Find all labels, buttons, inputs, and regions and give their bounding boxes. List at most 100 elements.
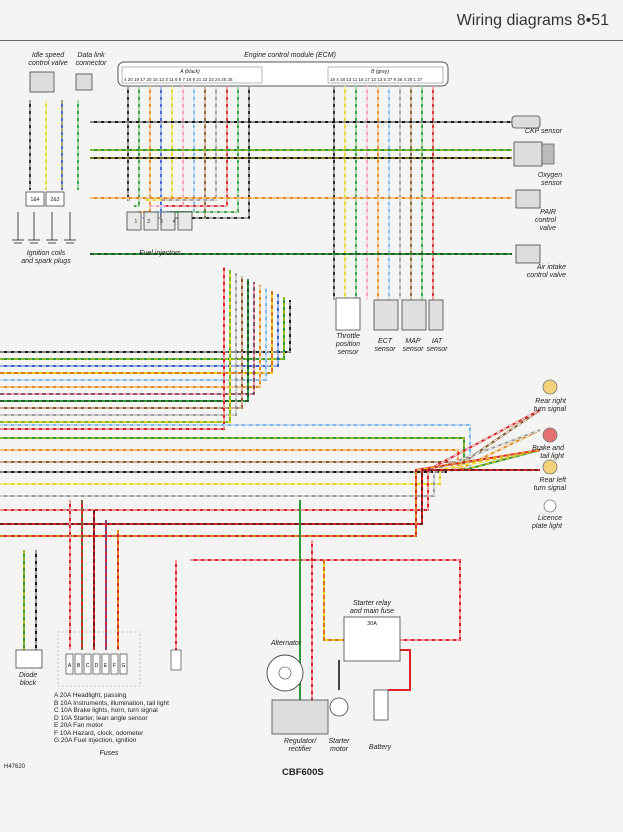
fuse-c: C 10A Brake lights, horn, turn signal: [54, 707, 158, 714]
rear-left-lamp: [542, 459, 558, 475]
fuse-e-letter: E: [104, 663, 108, 669]
licence-label: Licence plate light: [532, 515, 562, 530]
wire-stripe: [134, 86, 140, 207]
wire-stripe: [0, 449, 541, 485]
fuse-e: E 20A Fan motor: [54, 722, 103, 729]
wire-stripe: [0, 469, 540, 525]
fuse-b-letter: B: [77, 663, 81, 669]
header-title: Wiring diagrams: [456, 12, 573, 29]
wire: [162, 86, 217, 201]
wire: [0, 291, 273, 374]
wire-stripe: [0, 288, 267, 381]
diode-block-box: [15, 649, 43, 669]
alternator-hub: [278, 666, 292, 680]
iat-sensor-body: [428, 299, 444, 331]
wire-stripe: [127, 86, 130, 201]
wire-stripe: [162, 86, 217, 201]
coil-block-1: [25, 191, 45, 207]
oxygen-sensor-tip: [541, 143, 555, 165]
wire-stripe: [323, 560, 344, 641]
ecm-label: Engine control module (ECM): [244, 52, 336, 59]
fuse-d-body: [92, 653, 101, 675]
ecm-pins-a: 4 20 19 17 20 15 12 3 11 6 8 7 18 9 21 2…: [124, 77, 233, 82]
fuse-f-letter: F: [113, 663, 116, 669]
fuse-list: A 20A Headlight, passing B 10A Instrumen…: [54, 692, 169, 745]
map-label: MAP sensor: [402, 338, 424, 353]
wire: [166, 86, 228, 207]
fuse-f-body: [110, 653, 119, 675]
starter-relay-label: Starter relay and main fuse: [350, 600, 394, 615]
rear-left-label: Rear left turn signal: [533, 477, 566, 492]
ecm-connector-b: [327, 66, 444, 84]
throttle-label: Throttle position sensor: [335, 333, 361, 356]
rear-right-label: Rear right turn signal: [533, 398, 566, 413]
injector-2: 2: [147, 219, 160, 225]
ecm-a-label: A (black): [180, 69, 200, 75]
brake-label: Brake and tail light: [532, 445, 564, 460]
fuse-a-letter: A: [68, 663, 72, 669]
header-rule: [0, 40, 623, 41]
fuse-g-letter: G: [122, 663, 126, 669]
wire-stripe: [0, 282, 255, 395]
wire-stripe: [0, 297, 285, 360]
ecm-b-label: B (grey): [371, 69, 389, 75]
header-page-number: 8•51: [576, 12, 609, 29]
wire: [0, 270, 231, 423]
starter-motor-label: Starter motor: [328, 738, 350, 753]
wire: [0, 285, 261, 388]
fuse-b: B 10A Instruments, illumination, tail li…: [54, 699, 169, 707]
injectors-label: Fuel injectors: [139, 250, 181, 257]
wire-stripe: [170, 86, 239, 213]
injector-3: 3: [160, 219, 173, 225]
wire: [150, 86, 184, 207]
ecm-connector-a: [121, 66, 263, 84]
idle-valve-connector: [29, 71, 55, 93]
relay-fuse-label: 30A: [367, 621, 377, 627]
page-header: Wiring diagrams 8•51: [457, 12, 609, 30]
wire-stripe: [0, 270, 231, 423]
fuse-c-body: [83, 653, 92, 675]
wire-stripe: [174, 86, 250, 219]
wire-stripe: [0, 409, 541, 472]
wire: [0, 282, 255, 395]
coil-pair-1-label: 1&4: [30, 197, 40, 203]
injector-numbers: 1234: [130, 218, 190, 226]
fuse-g: G 20A Fuel injection, ignition: [54, 737, 137, 744]
fuse-b-body: [74, 653, 83, 675]
model-caption: CBF600S: [282, 767, 324, 778]
idle-speed-label: Idle speed control valve: [28, 52, 68, 67]
wire-stripe: [0, 294, 279, 367]
wire: [0, 279, 249, 402]
wire-stripe: [150, 86, 184, 207]
wire: [134, 86, 140, 207]
fuse-e-body: [101, 653, 110, 675]
ecm-pins-b: 19 4 18 13 11 16 17 12 13 5 37 9 36 3 20…: [330, 77, 423, 82]
wire-stripe: [0, 291, 273, 374]
air-intake-valve: [515, 244, 541, 264]
wire-stripe: [0, 437, 541, 471]
alternator-label: Alternator: [270, 640, 302, 647]
injector-4: 4: [172, 219, 186, 225]
fuel-injectors: [126, 211, 193, 231]
wire-stripe: [0, 267, 225, 430]
map-sensor-body: [401, 299, 427, 331]
wire-stripe: [0, 285, 261, 388]
fuse-d-letter: D: [95, 663, 99, 669]
ckp-label: CKP sensor: [524, 128, 562, 135]
ckp-sensor: [511, 115, 541, 129]
fuse-box-outline: [57, 631, 141, 687]
fuse-d: D 10A Starter, lean angle sensor: [54, 714, 148, 722]
ect-label: ECT sensor: [374, 338, 396, 353]
fuse-f: F 10A Hazard, clock, odometer: [54, 729, 144, 737]
wire: [0, 276, 243, 409]
wire-stripe: [0, 300, 291, 353]
oxygen-sensor: [513, 141, 543, 167]
rear-right-lamp: [542, 379, 558, 395]
coil-block-2: [45, 191, 65, 207]
spark-plugs: [12, 212, 76, 244]
injector-1: 1: [134, 219, 148, 225]
wire: [388, 649, 411, 691]
diode-label: Diode block: [18, 672, 38, 687]
coil-pair-2-label: 2&3: [50, 197, 60, 203]
ignition-label: Ignition coils and spark plugs: [21, 250, 71, 265]
